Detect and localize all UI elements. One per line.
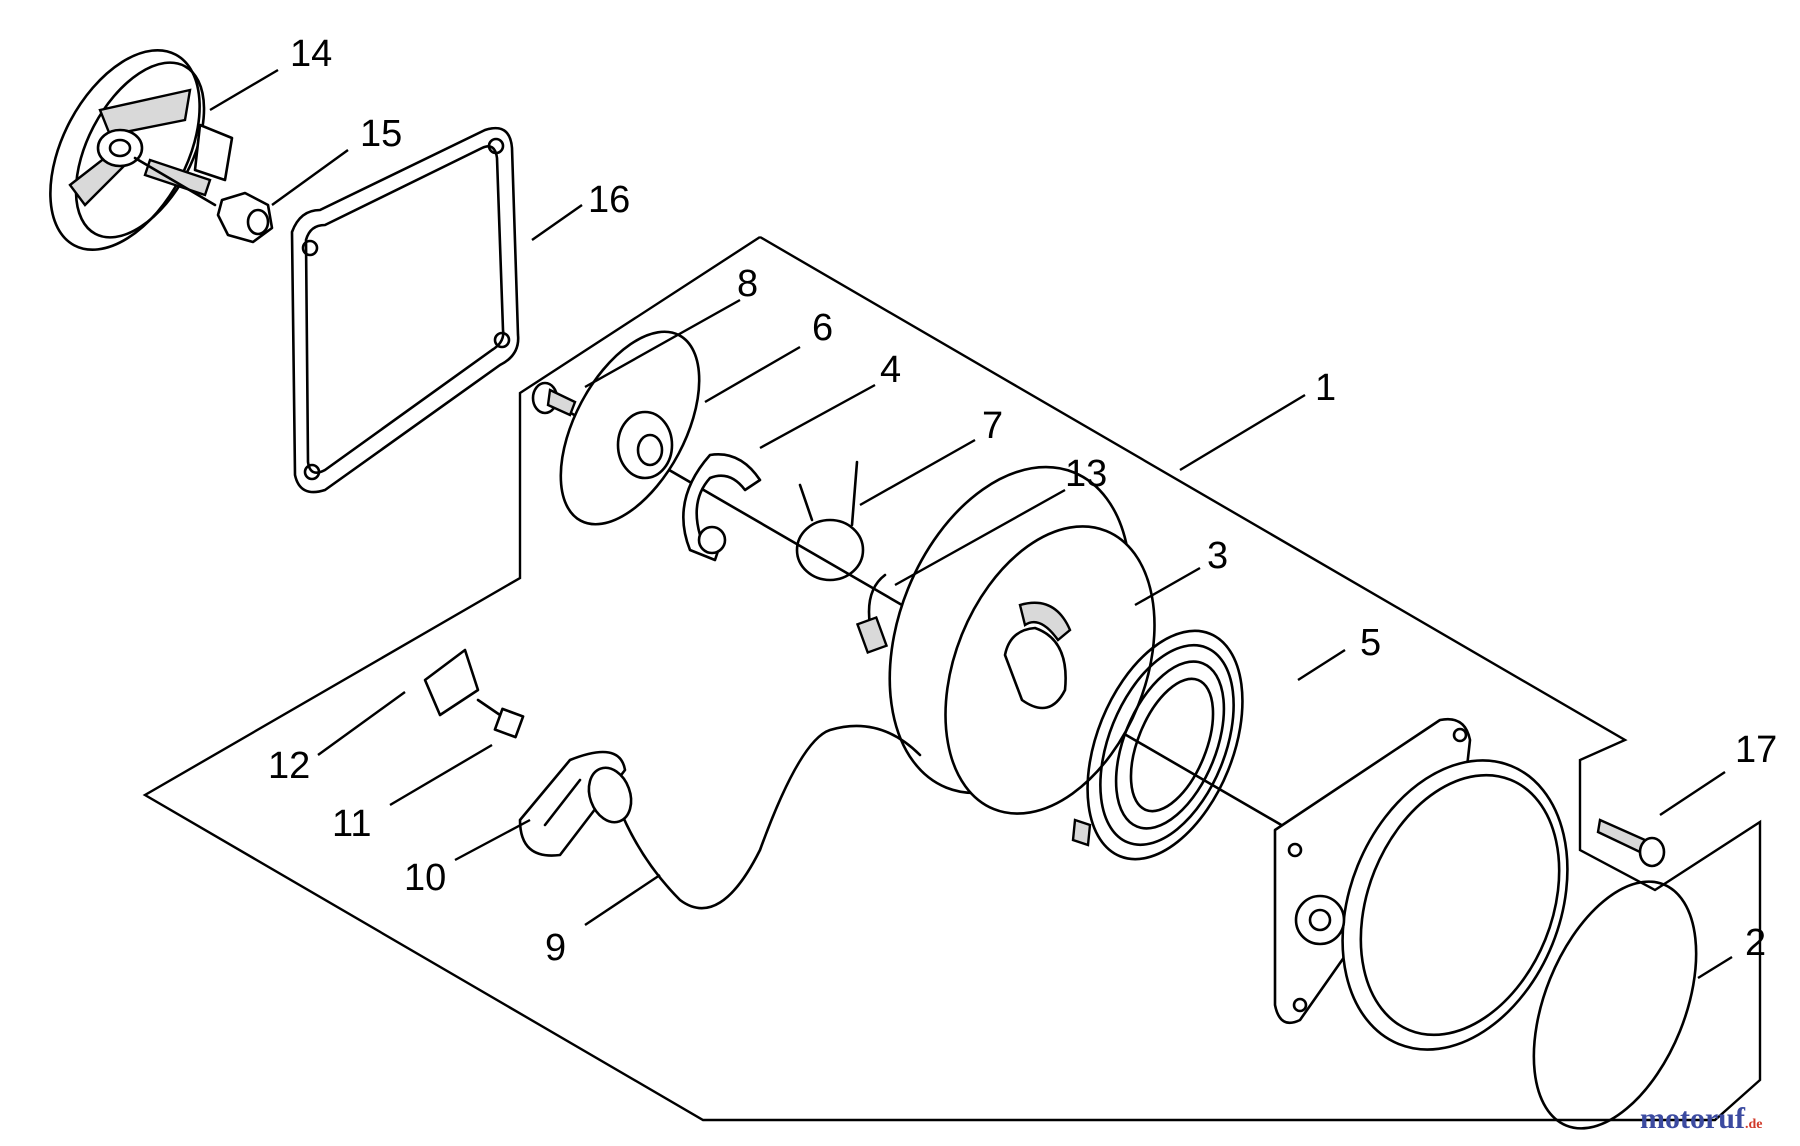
part-4-ratchet	[682, 452, 762, 562]
part-7-spring-clip	[795, 460, 865, 582]
part-2-decal	[1532, 880, 1698, 1130]
callout-1: 1	[1315, 367, 1336, 409]
watermark-logo: motoruf.de	[1640, 1102, 1762, 1135]
part-6-plate	[559, 330, 701, 526]
callout-9: 9	[545, 927, 566, 969]
callout-16: 16	[588, 179, 630, 221]
part-3-reel	[888, 465, 1156, 815]
callout-6: 6	[812, 307, 833, 349]
watermark-suffix: .de	[1745, 1117, 1763, 1132]
callout-5: 5	[1360, 622, 1381, 664]
callout-10: 10	[404, 857, 446, 899]
part-14-cover	[49, 48, 234, 252]
part-9-rope	[616, 724, 922, 910]
callout-14: 14	[290, 33, 332, 75]
callout-12: 12	[268, 745, 310, 787]
callout-3: 3	[1207, 535, 1228, 577]
part-12-insert	[423, 648, 480, 717]
callout-17: 17	[1735, 729, 1777, 771]
callout-15: 15	[360, 113, 402, 155]
assembly-frame	[142, 235, 1762, 1122]
callout-4: 4	[880, 349, 901, 391]
starter-housing	[1273, 717, 1569, 1051]
part-17-bolt	[1596, 818, 1666, 868]
callout-13: 13	[1065, 453, 1107, 495]
part-16-gasket	[290, 126, 520, 494]
watermark-main: motoruf	[1640, 1102, 1746, 1135]
callout-2: 2	[1745, 922, 1766, 964]
part-5-recoil-spring	[1071, 629, 1244, 861]
leader-lines	[209, 68, 1733, 980]
callout-7: 7	[982, 405, 1003, 447]
part-11-pin	[476, 698, 525, 739]
part-8-screw	[531, 381, 577, 417]
part-10-handle	[518, 750, 633, 857]
part-15-nut	[216, 191, 274, 244]
callout-11: 11	[332, 803, 371, 845]
part-13-spring	[855, 573, 889, 655]
callout-8: 8	[737, 263, 758, 305]
